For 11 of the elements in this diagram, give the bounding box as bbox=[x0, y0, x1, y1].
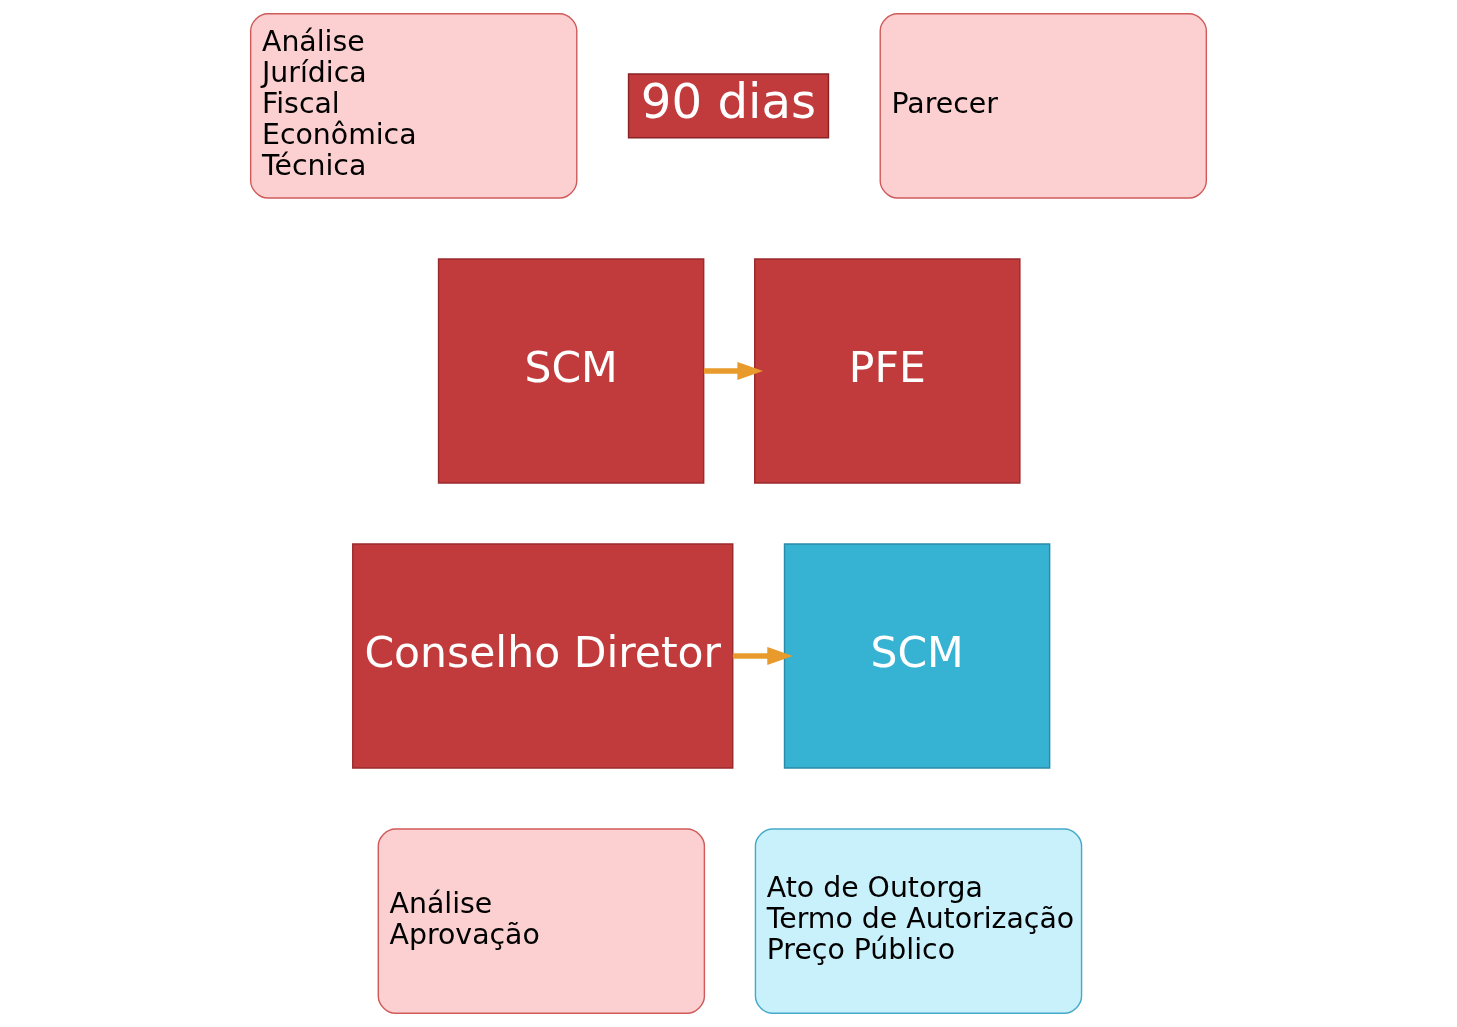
node-box: 90 dias bbox=[627, 73, 830, 139]
node-box: Conselho Diretor bbox=[352, 543, 734, 769]
node-box: Análise Jurídica Fiscal Econômica Técnica bbox=[249, 13, 578, 199]
node-box: SCM bbox=[437, 258, 705, 484]
node-box: Análise Aprovação bbox=[377, 828, 706, 1014]
arrow bbox=[732, 647, 793, 665]
node-box: SCM bbox=[783, 543, 1051, 769]
node-box: PFE bbox=[754, 258, 1021, 484]
arrow bbox=[703, 362, 763, 380]
node-box: Ato de Outorga Termo de Autorização Preço Público bbox=[754, 828, 1083, 1014]
node-box: Parecer bbox=[879, 13, 1208, 199]
